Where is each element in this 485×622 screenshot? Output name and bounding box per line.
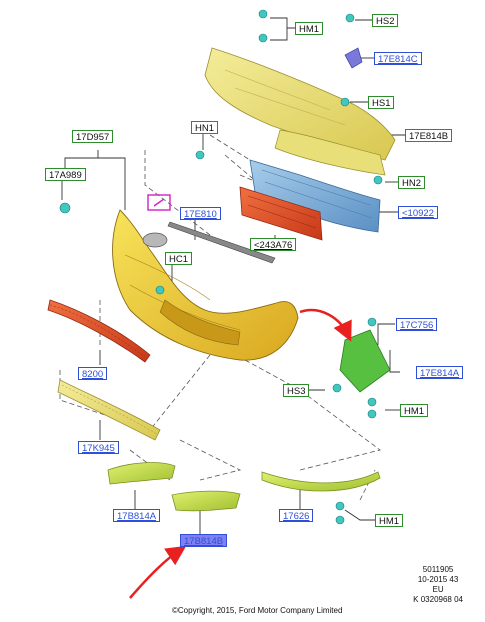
absorber-part (239, 186, 323, 241)
meta-line-2: 10-2015 43 (417, 575, 459, 584)
label-17b814a[interactable]: 17B814A (113, 509, 161, 522)
label-17a989[interactable]: 17A989 (45, 168, 86, 181)
copyright-text: ©Copyright, 2015, Ford Motor Company Lim… (172, 606, 343, 615)
label-hn1[interactable]: HN1 (191, 121, 219, 134)
label-17e814b-top[interactable]: 17E814B (405, 129, 453, 142)
callout-arrow-bracket (299, 309, 352, 342)
meta-line-3: EU (432, 585, 444, 594)
label-17626[interactable]: 17626 (279, 509, 314, 522)
label-17b814b-selected[interactable]: 17B814B (180, 534, 228, 547)
label-hc1[interactable]: HC1 (165, 252, 193, 265)
label-17e814a[interactable]: 17E814A (416, 366, 464, 379)
clips (59, 9, 383, 525)
callout-arrow-bezel (129, 545, 187, 599)
grille-insert-part (57, 379, 161, 441)
side-bracket-part (339, 329, 391, 393)
bumper-cover-part (112, 209, 299, 361)
label-17c756[interactable]: 17C756 (396, 318, 438, 331)
label-17d957[interactable]: 17D957 (72, 130, 114, 143)
bracket-clip-part (344, 47, 363, 69)
emblem-part (142, 232, 168, 248)
label-hs3[interactable]: HS3 (283, 384, 310, 397)
label-hm1-top[interactable]: HM1 (295, 22, 324, 35)
label-hm1-bot[interactable]: HM1 (375, 514, 404, 527)
lower-lip-part (261, 471, 381, 492)
label-17k945[interactable]: 17K945 (78, 441, 119, 454)
label-hn2[interactable]: HN2 (398, 176, 426, 189)
fog-bezel-right-part (171, 490, 241, 512)
meta-line-1: 5011905 (422, 565, 454, 574)
label-17e810[interactable]: 17E810 (180, 207, 221, 220)
label-8200[interactable]: 8200 (78, 367, 108, 380)
label-10922[interactable]: <10922 (398, 206, 438, 219)
fog-bezel-left-part (107, 462, 176, 485)
upper-reinforcement-part (204, 47, 396, 176)
label-243a76[interactable]: <243A76 (250, 238, 297, 251)
lower-grille-part (47, 299, 151, 363)
label-hs1[interactable]: HS1 (368, 96, 395, 109)
emblem-marker-arrow (153, 198, 165, 207)
label-17e814c[interactable]: 17E814C (374, 52, 422, 65)
meta-line-4: K 0320968 04 (413, 595, 463, 604)
trim-strip-part (167, 221, 276, 264)
emblem-marker-box (147, 194, 171, 211)
label-hm1-mid[interactable]: HM1 (400, 404, 429, 417)
diagram-meta: 5011905 10-2015 43 EU K 0320968 04 (413, 565, 463, 605)
label-hs2[interactable]: HS2 (372, 14, 399, 27)
